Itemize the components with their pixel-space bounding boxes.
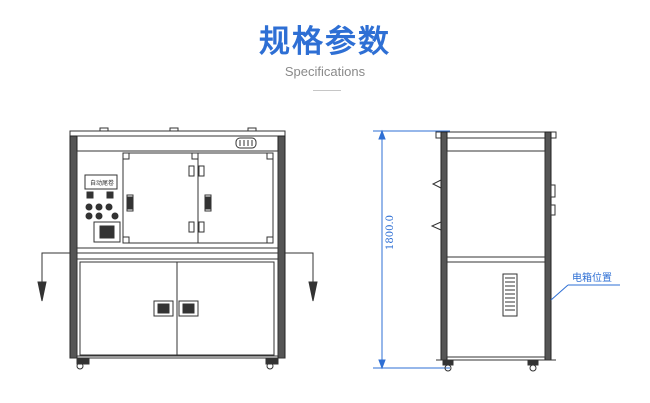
electrical-box-callout xyxy=(550,284,620,301)
top-vent xyxy=(235,137,257,149)
electrical-box-vent xyxy=(502,273,518,317)
front-panel-label: 自动尾卷 xyxy=(90,179,114,187)
upper-right-handle xyxy=(204,194,212,212)
lower-right-handle xyxy=(178,300,199,317)
page-title: 规格参数 xyxy=(259,24,391,60)
side-view xyxy=(430,131,557,372)
emergency-box xyxy=(93,221,121,243)
height-dimension-line xyxy=(373,129,450,370)
side-lower-panel xyxy=(446,256,546,358)
electrical-box-label: 电箱位置 xyxy=(572,271,612,284)
front-right-column xyxy=(277,135,286,359)
title-divider xyxy=(313,90,341,91)
front-top-cap xyxy=(69,130,286,137)
lower-left-handle xyxy=(153,300,174,317)
upper-left-handle xyxy=(126,194,134,212)
front-left-column xyxy=(69,135,78,359)
front-view xyxy=(37,127,318,370)
side-right-column xyxy=(544,131,552,361)
control-display xyxy=(84,174,118,190)
side-left-column xyxy=(440,131,448,361)
height-dimension-label: 1800.0 xyxy=(385,215,396,250)
page-subtitle: Specifications xyxy=(284,64,366,79)
